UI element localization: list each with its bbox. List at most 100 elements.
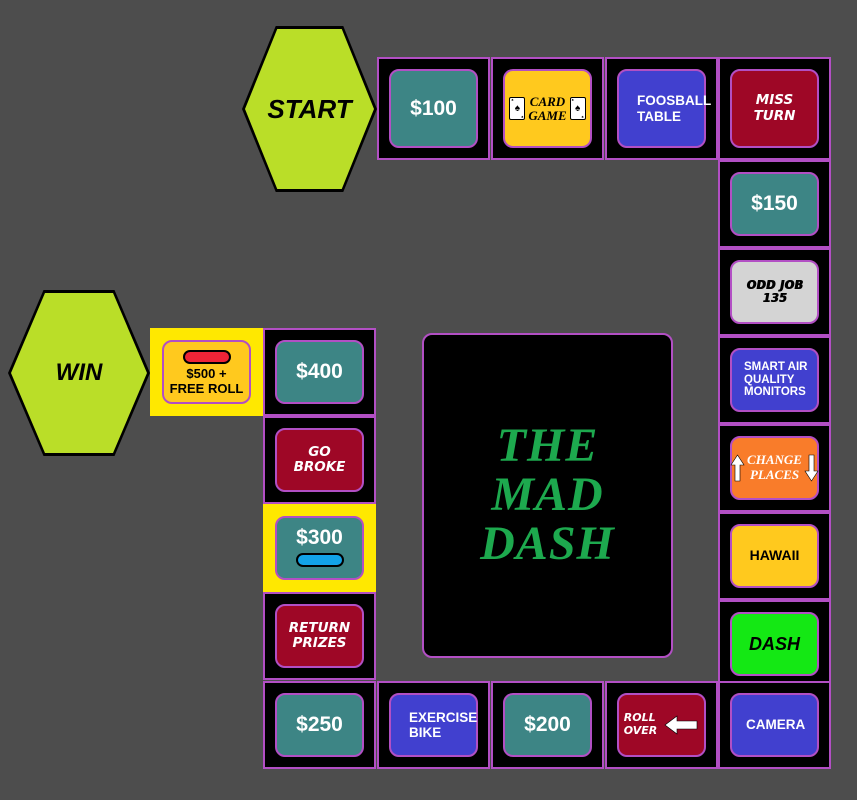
change-places-content: CHANGE PLACES bbox=[730, 453, 819, 483]
space-label-line: GAME bbox=[528, 107, 567, 123]
space-change-places[interactable]: CHANGE PLACES bbox=[718, 424, 831, 512]
space-label-line: ROLL bbox=[623, 711, 656, 725]
space-camera[interactable]: CAMERA bbox=[718, 681, 831, 769]
start-label: START bbox=[267, 93, 352, 124]
spade-pip-icon: ♠ bbox=[514, 102, 520, 114]
space-label: $250 bbox=[296, 713, 343, 737]
space-return-prizes[interactable]: RETURN PRIZES bbox=[263, 592, 376, 680]
space-roll-over[interactable]: ROLL OVER bbox=[605, 681, 718, 769]
space-label-line: EXERCISE bbox=[409, 709, 478, 725]
space-go-broke[interactable]: GO BROKE bbox=[263, 416, 376, 504]
card-corner: ♠ bbox=[521, 114, 524, 119]
win-label: WIN bbox=[55, 359, 103, 386]
space-exercise-bike[interactable]: EXERCISE BIKE bbox=[377, 681, 490, 769]
space-300[interactable]: $300 bbox=[263, 504, 376, 592]
space-label: CARD GAME bbox=[528, 95, 566, 122]
space-odd-job[interactable]: ODD JOB 135 bbox=[718, 248, 831, 336]
space-tile: ♠ ♠ ♠ CARD GAME ♠ ♠ ♠ bbox=[503, 69, 592, 148]
space-label: SMART AIR QUALITY MONITORS bbox=[732, 361, 817, 400]
start-hexagon[interactable]: START bbox=[242, 26, 377, 192]
space-label-line: $500 + bbox=[186, 366, 227, 382]
space-label: FOOSBALL TABLE bbox=[619, 93, 711, 124]
playing-card-icon: ♠ ♠ ♠ bbox=[569, 97, 586, 120]
playing-card-icon: ♠ ♠ ♠ bbox=[509, 97, 526, 120]
space-label: CHANGE PLACES bbox=[747, 453, 802, 482]
space-tile: $100 bbox=[389, 69, 478, 148]
space-label-line: RETURN bbox=[288, 619, 351, 636]
space-label: $100 bbox=[410, 96, 457, 120]
board-title: THE MAD DASH bbox=[480, 419, 615, 570]
space-tile: FOOSBALL TABLE bbox=[617, 69, 711, 148]
space-label: $150 bbox=[751, 192, 798, 216]
card-corner: ♠ bbox=[571, 97, 574, 102]
player-token-red[interactable] bbox=[182, 350, 231, 365]
space-label: $500 + FREE ROLL bbox=[170, 367, 244, 396]
space-label-line: BIKE bbox=[409, 725, 442, 740]
space-tile: HAWAII bbox=[730, 524, 819, 588]
roll-over-content: ROLL OVER bbox=[624, 712, 699, 737]
center-panel: THE MAD DASH bbox=[422, 333, 673, 658]
space-label: $300 bbox=[296, 526, 343, 550]
space-tile: EXERCISE BIKE bbox=[389, 693, 478, 757]
space-tile: CAMERA bbox=[730, 693, 819, 757]
space-label-line: PRIZES bbox=[292, 635, 347, 651]
space-tile: ROLL OVER bbox=[617, 693, 706, 757]
space-label-line: PLACES bbox=[749, 467, 800, 482]
space-smart-air-quality-monitors[interactable]: SMART AIR QUALITY MONITORS bbox=[718, 336, 831, 424]
space-label-line: MONITORS bbox=[744, 386, 806, 399]
space-label-line: SMART AIR bbox=[744, 360, 808, 373]
space-label-line: FREE ROLL bbox=[169, 381, 244, 396]
space-label: $400 bbox=[296, 360, 343, 384]
arrow-left-icon bbox=[664, 715, 698, 735]
space-150[interactable]: $150 bbox=[718, 160, 831, 248]
arrow-up-icon bbox=[730, 454, 745, 482]
space-label: RETURN PRIZES bbox=[288, 619, 351, 651]
space-400[interactable]: $400 bbox=[263, 328, 376, 416]
space-tile: $500 + FREE ROLL bbox=[162, 340, 251, 404]
space-label: ROLL OVER bbox=[624, 712, 657, 737]
space-label: GO BROKE bbox=[293, 443, 346, 475]
space-label: MISS TURN bbox=[754, 93, 796, 123]
win-hexagon[interactable]: WIN bbox=[8, 290, 150, 456]
board-title-line: DASH bbox=[480, 516, 615, 570]
space-tile: $250 bbox=[275, 693, 364, 757]
space-dash[interactable]: DASH bbox=[718, 600, 831, 688]
space-label: HAWAII bbox=[749, 547, 800, 564]
board-title-line: THE bbox=[496, 419, 599, 473]
spade-pip-icon: ♠ bbox=[574, 102, 581, 114]
space-label-line: BROKE bbox=[293, 459, 346, 475]
space-label: CAMERA bbox=[746, 717, 806, 733]
space-500-free-roll[interactable]: $500 + FREE ROLL bbox=[150, 328, 263, 416]
space-tile: $200 bbox=[503, 693, 592, 757]
space-label-line: 135 bbox=[762, 291, 787, 305]
space-label-line: QUALITY bbox=[744, 373, 795, 386]
space-label-line: GO bbox=[308, 443, 331, 460]
space-label: EXERCISE BIKE bbox=[391, 709, 478, 740]
space-tile: MISS TURN bbox=[730, 69, 819, 148]
space-tile: ODD JOB 135 bbox=[730, 260, 819, 324]
space-200[interactable]: $200 bbox=[491, 681, 604, 769]
space-tile: $400 bbox=[275, 340, 364, 404]
player-token-blue[interactable] bbox=[295, 552, 344, 567]
space-miss-turn[interactable]: MISS TURN bbox=[718, 57, 831, 160]
space-250[interactable]: $250 bbox=[263, 681, 376, 769]
space-label: $200 bbox=[524, 713, 571, 737]
space-hawaii[interactable]: HAWAII bbox=[718, 512, 831, 600]
space-label-line: TURN bbox=[753, 107, 796, 124]
space-label: ODD JOB 135 bbox=[746, 277, 803, 306]
space-tile: CHANGE PLACES bbox=[730, 436, 819, 500]
card-corner: ♠ bbox=[581, 114, 584, 119]
space-tile: RETURN PRIZES bbox=[275, 604, 364, 668]
space-label-line: ODD JOB bbox=[746, 277, 803, 292]
space-100[interactable]: $100 bbox=[377, 57, 490, 160]
arrow-down-icon bbox=[804, 454, 819, 482]
space-label-line: MISS bbox=[755, 92, 794, 109]
space-card-game[interactable]: ♠ ♠ ♠ CARD GAME ♠ ♠ ♠ bbox=[491, 57, 604, 160]
space-foosball-table[interactable]: FOOSBALL TABLE bbox=[605, 57, 718, 160]
card-corner: ♠ bbox=[511, 97, 514, 102]
space-label-line: TABLE bbox=[637, 108, 681, 124]
start-hexagon-face: START bbox=[245, 29, 374, 189]
space-tile: SMART AIR QUALITY MONITORS bbox=[730, 348, 819, 412]
space-tile: DASH bbox=[730, 612, 819, 676]
